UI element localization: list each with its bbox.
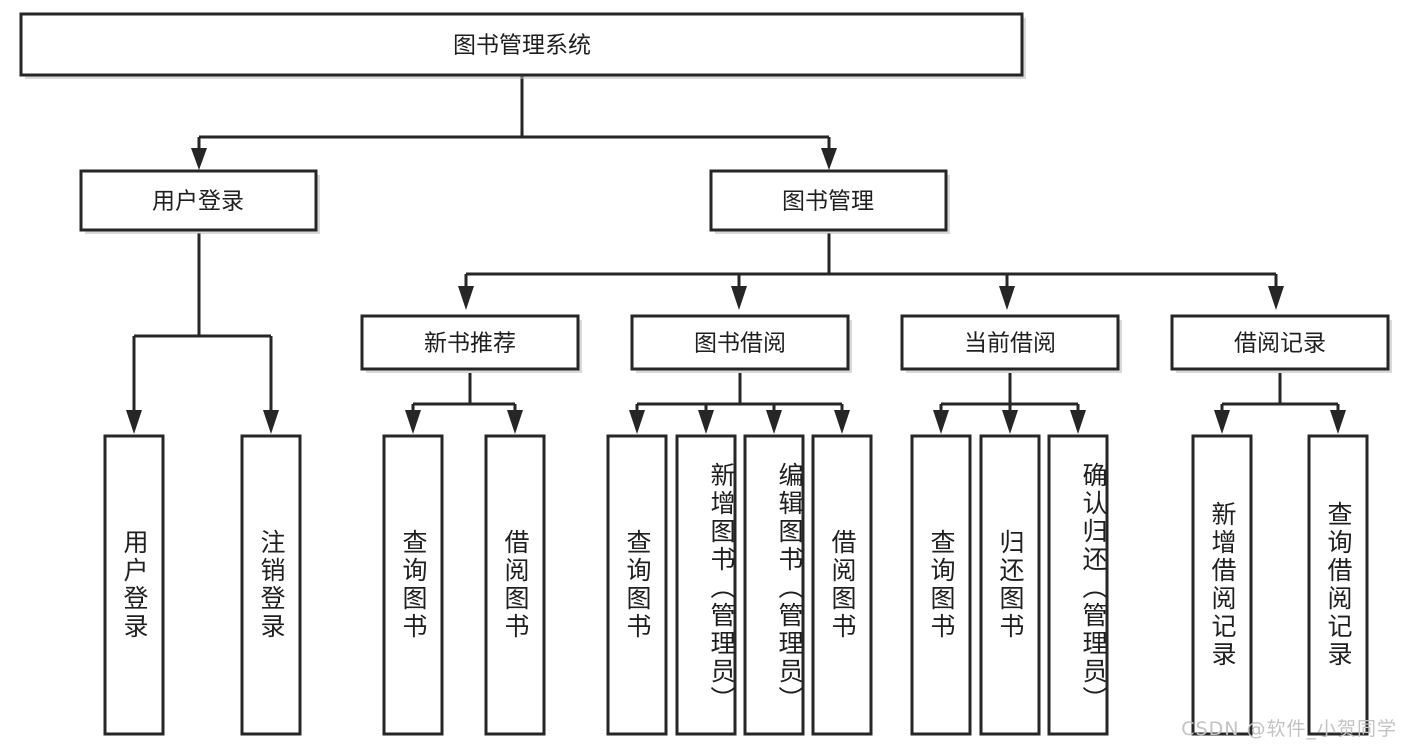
node-book-manage-box[interactable] (709, 169, 948, 232)
arrow-head-user-login (191, 148, 207, 170)
connector-layer (126, 76, 1346, 434)
arrow-head-leaf-return-book (1002, 410, 1018, 434)
node-root-label: 图书管理系统 (453, 33, 591, 59)
node-user-login[interactable]: 用户登录 (79, 169, 320, 234)
arrow-head-leaf-query-book-3 (933, 410, 949, 434)
node-user-login-box[interactable] (79, 169, 318, 232)
node-leaf-query-book-2-box[interactable] (606, 434, 668, 736)
node-leaf-confirm-return-box[interactable] (1047, 434, 1109, 736)
node-book-borrow[interactable]: 图书借阅 (630, 314, 852, 373)
node-leaf-logout-login-box[interactable] (240, 434, 302, 736)
node-new-book-recommend[interactable]: 新书推荐 (360, 314, 582, 373)
node-new-book-recommend-box[interactable] (360, 314, 580, 371)
arrow-head-leaf-confirm-return (1070, 410, 1086, 434)
arrow-head-current-borrow (999, 286, 1015, 310)
arrow-head-leaf-logout-login (263, 410, 279, 434)
node-leaf-query-book-3-box[interactable] (910, 434, 972, 736)
node-leaf-edit-book-box[interactable] (743, 434, 805, 736)
leaf-boxes-layer (103, 434, 1369, 736)
node-book-borrow-label: 图书借阅 (694, 331, 786, 357)
arrow-head-book-manage (821, 148, 837, 170)
arrow-head-leaf-edit-book (766, 410, 782, 434)
node-borrow-record-label: 借阅记录 (1234, 331, 1326, 357)
node-book-manage-label: 图书管理 (782, 189, 874, 215)
node-borrow-record[interactable]: 借阅记录 (1170, 314, 1392, 373)
node-current-borrow-label: 当前借阅 (964, 331, 1056, 357)
arrow-head-leaf-borrow-book-1 (507, 410, 523, 434)
node-book-borrow-box[interactable] (630, 314, 850, 371)
csdn-watermark: CSDN @软件_小贺同学 (1181, 718, 1397, 740)
node-leaf-query-book-1-box[interactable] (382, 434, 444, 736)
node-leaf-borrow-book-2-box[interactable] (811, 434, 873, 736)
node-leaf-user-login-box[interactable] (103, 434, 165, 736)
arrow-head-leaf-user-login (126, 410, 142, 434)
node-borrow-record-box[interactable] (1170, 314, 1390, 371)
node-leaf-query-record-box[interactable] (1307, 434, 1369, 736)
node-leaf-add-book-box[interactable] (675, 434, 737, 736)
node-root[interactable]: 图书管理系统 (19, 12, 1026, 79)
node-leaf-return-book-box[interactable] (979, 434, 1041, 736)
node-new-book-recommend-label: 新书推荐 (424, 331, 516, 357)
node-leaf-add-record-box[interactable] (1191, 434, 1253, 736)
node-user-login-label: 用户登录 (152, 189, 244, 215)
node-book-manage[interactable]: 图书管理 (709, 169, 950, 234)
node-current-borrow[interactable]: 当前借阅 (900, 314, 1122, 373)
arrow-head-leaf-add-record (1214, 410, 1230, 434)
arrow-head-borrow-record (1268, 286, 1284, 310)
node-current-borrow-box[interactable] (900, 314, 1120, 371)
node-root-box[interactable] (19, 12, 1024, 77)
arrow-head-leaf-add-book (698, 410, 714, 434)
arrow-head-leaf-borrow-book-2 (834, 410, 850, 434)
arrow-head-leaf-query-book-1 (405, 410, 421, 434)
arrow-head-leaf-query-book-2 (629, 410, 645, 434)
arrow-head-book-borrow (731, 286, 747, 310)
arrow-head-leaf-query-record (1330, 410, 1346, 434)
node-leaf-borrow-book-1-box[interactable] (484, 434, 546, 736)
arrow-head-new-book-recommend (458, 286, 474, 310)
